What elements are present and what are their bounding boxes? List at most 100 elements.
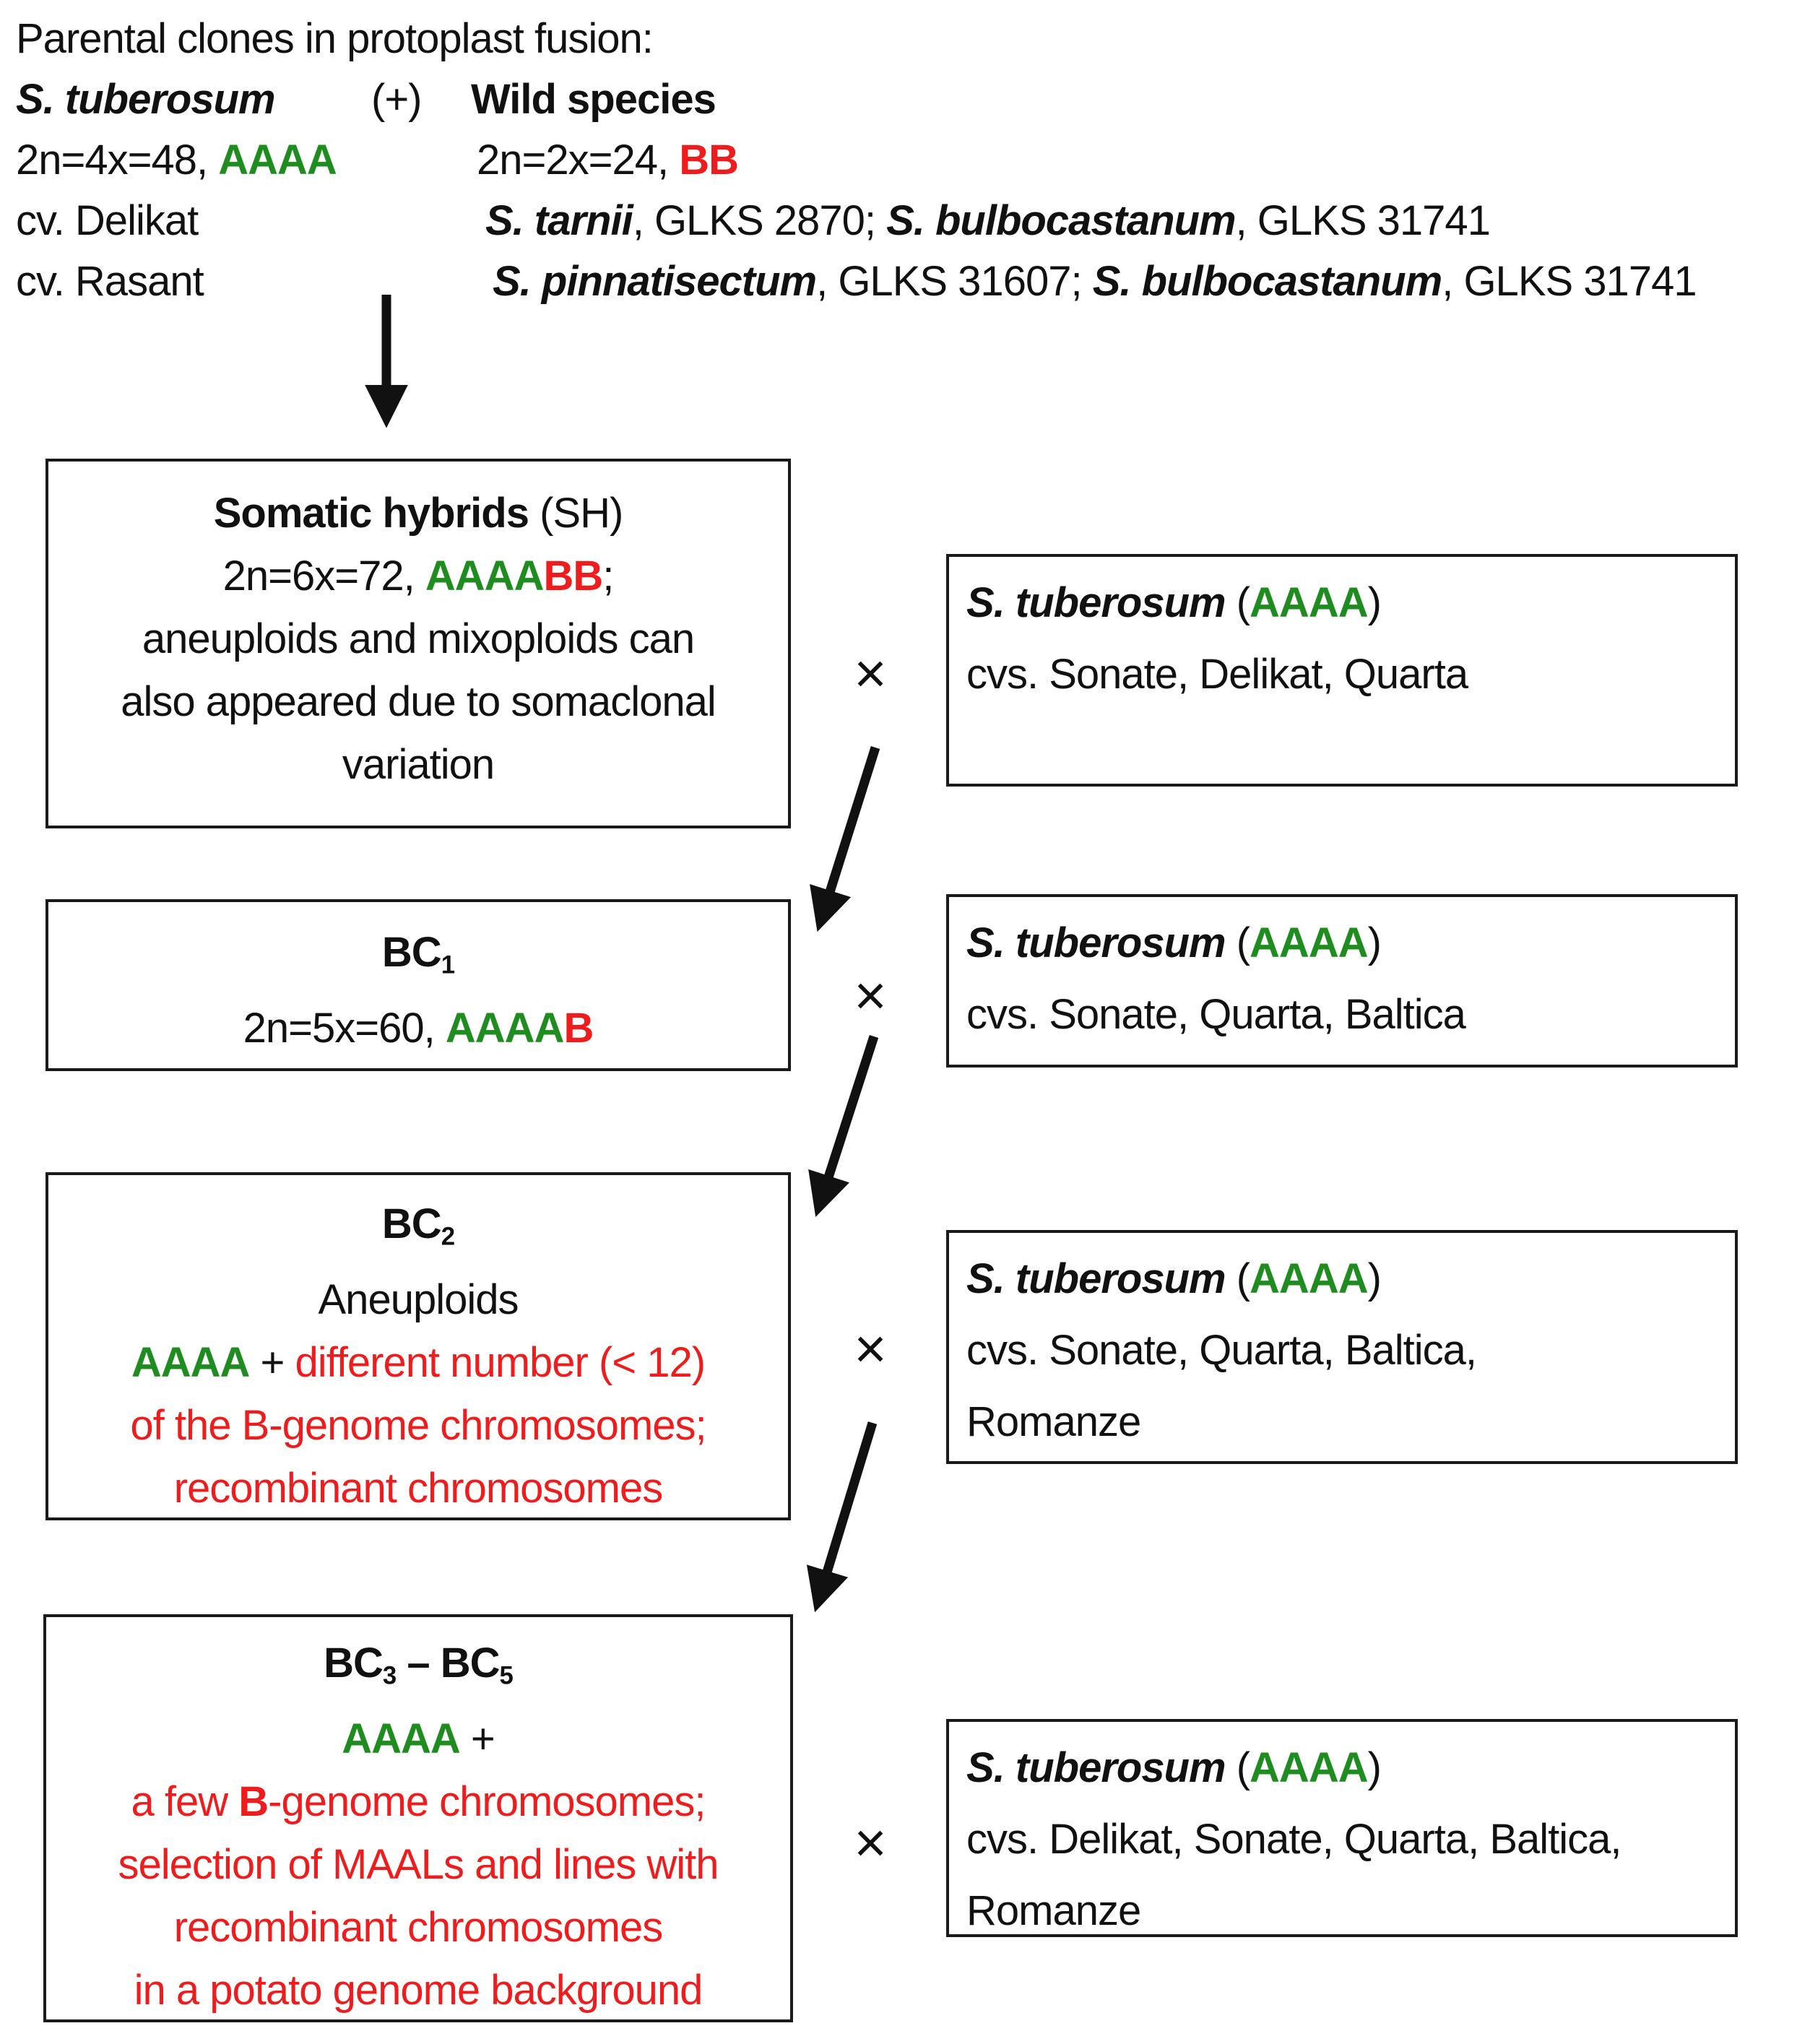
text-segment: recombinant chromosomes: [173, 1903, 664, 1951]
box-line: in a potato genome background: [46, 1959, 790, 2022]
box-line: S. tuberosum (AAAA): [966, 1243, 1735, 1315]
text-segment: Wild species: [471, 76, 716, 123]
box-line: 2n=5x=60, AAAAB: [48, 997, 788, 1060]
text-segment: , GLKS 31741: [1442, 258, 1697, 305]
text-segment: S. tuberosum: [966, 579, 1226, 626]
backcross-arrow-2: [808, 1035, 879, 1217]
text-segment: AAAA: [1250, 579, 1369, 626]
header-row-5: cv. Rasant S. pinnatisectum, GLKS 31607;…: [16, 251, 1793, 312]
text-segment: AAAA: [1250, 919, 1369, 966]
text-segment: -genome chromosomes;: [268, 1777, 706, 1825]
header-row-1: Parental clones in protoplast fusion:: [16, 9, 1793, 69]
text-segment: S. tuberosum: [16, 76, 276, 123]
cross-symbol-2: ×: [854, 963, 887, 1027]
box-line: cvs. Sonate, Quarta, Baltica: [966, 979, 1735, 1050]
text-segment: –: [396, 1640, 441, 1686]
text-segment: (: [1225, 919, 1250, 966]
box-line: S. tuberosum (AAAA): [966, 907, 1735, 979]
box-line: aneuploids and mixoploids can: [48, 607, 788, 670]
text-segment: (+): [371, 76, 422, 123]
text-segment: 2n=4x=48,: [16, 137, 219, 183]
text-segment: 2n=2x=24,: [477, 137, 680, 183]
text-segment: different number (< 12): [295, 1338, 706, 1386]
text-segment: S. pinnatisectum: [493, 258, 817, 305]
text-segment: AAAA: [342, 1715, 461, 1762]
text-segment: Aneuploids: [318, 1276, 519, 1323]
text-segment: S. bulbocastanum: [1092, 258, 1443, 305]
box-line: also appeared due to somaclonal: [48, 670, 788, 733]
text-segment: recombinant chromosomes: [173, 1464, 664, 1512]
header-parental-clones: Parental clones in protoplast fusion: S.…: [16, 9, 1793, 312]
text-segment: cvs. Sonate, Quarta, Baltica,: [966, 1327, 1477, 1374]
text-segment: cvs. Sonate, Quarta, Baltica: [966, 991, 1466, 1038]
cross-symbol-4: ×: [854, 1811, 887, 1874]
text-segment: cv. Rasant: [16, 258, 204, 305]
text-segment: BB: [679, 137, 739, 183]
text-segment: cv. Delikat: [16, 197, 199, 244]
text-segment: AAAA: [445, 1004, 565, 1052]
wild-accessions-line-1: S. tarnii, GLKS 2870; S. bulbocastanum, …: [485, 191, 1491, 251]
box-line: a few B-genome chromosomes;: [46, 1770, 790, 1833]
text-segment: S. tuberosum: [966, 1744, 1226, 1791]
text-segment: cvs. Delikat, Sonate, Quarta, Baltica,: [966, 1816, 1622, 1863]
box-line: recombinant chromosomes: [48, 1457, 788, 1520]
box-line: variation: [48, 733, 788, 796]
text-segment: 2: [441, 1222, 455, 1251]
box-line: 2n=6x=72, AAAABB;: [48, 545, 788, 607]
text-segment: 3: [382, 1661, 397, 1690]
cross-symbol-1: ×: [854, 641, 887, 705]
box-line: Somatic hybrids (SH): [48, 482, 788, 545]
text-segment: Romanze: [966, 1398, 1141, 1445]
text-segment: ): [1367, 919, 1382, 966]
text-segment: +: [249, 1338, 295, 1386]
text-segment: Parental clones in protoplast fusion:: [16, 15, 654, 62]
text-segment: , GLKS 31607;: [816, 258, 1093, 305]
box-line: cvs. Sonate, Quarta, Baltica,: [966, 1315, 1735, 1386]
text-segment: (: [1225, 579, 1250, 626]
text-segment: S. tarnii: [485, 197, 633, 244]
bc1-box: BC1 2n=5x=60, AAAAB: [46, 899, 791, 1071]
box-line: Romanze: [966, 1386, 1735, 1458]
text-segment: (SH): [528, 490, 623, 537]
box-line: cvs. Delikat, Sonate, Quarta, Baltica,: [966, 1803, 1735, 1875]
tuberosum-parent-box-4: S. tuberosum (AAAA) cvs. Delikat, Sonate…: [946, 1719, 1738, 1937]
text-segment: ;: [602, 553, 614, 599]
text-segment: variation: [342, 741, 495, 788]
text-segment: of the B-genome chromosomes;: [130, 1401, 706, 1449]
header-row-4: cv. Delikat S. tarnii, GLKS 2870; S. bul…: [16, 191, 1793, 251]
text-segment: in a potato genome background: [134, 1966, 703, 2014]
text-segment: BC: [381, 1200, 442, 1247]
box-line: of the B-genome chromosomes;: [48, 1394, 788, 1457]
box-line: S. tuberosum (AAAA): [966, 567, 1735, 638]
box-line: BC3 – BC5: [46, 1632, 790, 1707]
box-line: selection of MAALs and lines with: [46, 1833, 790, 1896]
wild-genome-formula: 2n=2x=24, BB: [477, 130, 739, 191]
text-segment: BC: [440, 1640, 501, 1686]
text-segment: AAAA: [218, 137, 337, 183]
bc2-box: BC2 Aneuploids AAAA + different number (…: [46, 1172, 791, 1520]
text-segment: ): [1367, 579, 1382, 626]
text-segment: +: [459, 1715, 495, 1762]
box-line: BC1: [48, 921, 788, 997]
box-line: AAAA + different number (< 12): [48, 1331, 788, 1394]
somatic-hybrids-box: Somatic hybrids (SH) 2n=6x=72, AAAABB; a…: [46, 459, 791, 828]
tuberosum-genome-formula: 2n=4x=48, AAAA: [16, 130, 337, 191]
plus-fusion-symbol: (+): [371, 69, 422, 130]
box-line: AAAA +: [46, 1707, 790, 1770]
species-tuberosum-label: S. tuberosum: [16, 69, 276, 130]
header-title: Parental clones in protoplast fusion:: [16, 9, 654, 69]
text-segment: AAAA: [131, 1338, 251, 1386]
text-segment: BC: [324, 1640, 384, 1686]
box-line: recombinant chromosomes: [46, 1896, 790, 1959]
tuberosum-parent-box-1: S. tuberosum (AAAA) cvs. Sonate, Delikat…: [946, 554, 1738, 787]
box-line: Aneuploids: [48, 1268, 788, 1331]
text-segment: selection of MAALs and lines with: [118, 1840, 719, 1888]
text-segment: aneuploids and mixoploids can: [142, 615, 695, 662]
cultivar-rasant-label: cv. Rasant: [16, 251, 204, 312]
text-segment: ): [1367, 1744, 1382, 1791]
text-segment: also appeared due to somaclonal: [121, 678, 716, 725]
text-segment: B: [563, 1004, 594, 1052]
text-segment: 1: [441, 950, 455, 979]
text-segment: Romanze: [966, 1887, 1141, 1934]
